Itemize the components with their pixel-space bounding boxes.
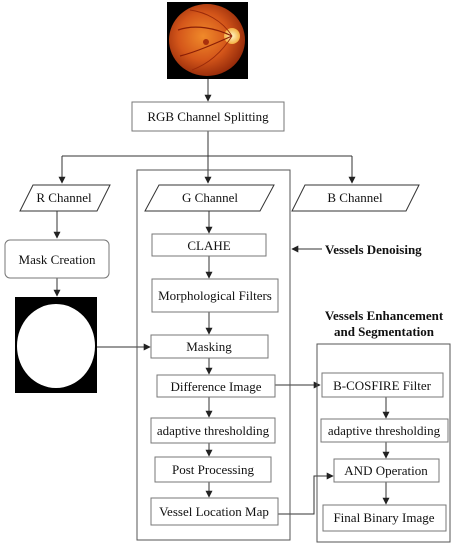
post-processing-label: Post Processing <box>172 462 254 477</box>
masking-node: Masking <box>150 334 269 359</box>
rgb-split-node: RGB Channel Splitting <box>131 101 285 132</box>
vessels-enhancement-label-line2: and Segmentation <box>334 324 435 339</box>
bcosfire-filter-node: B-COSFIRE Filter <box>321 372 444 398</box>
bcosfire-filter-label: B-COSFIRE Filter <box>333 378 432 393</box>
adaptive-thresholding-right-node: adaptive thresholding <box>320 418 449 443</box>
post-processing-node: Post Processing <box>154 456 272 483</box>
difference-image-label: Difference Image <box>170 379 261 394</box>
clahe-node: CLAHE <box>151 233 267 257</box>
mask-creation-label: Mask Creation <box>19 252 96 267</box>
r-channel-node: R Channel <box>19 184 111 212</box>
morphological-filters-label: Morphological Filters <box>158 288 272 303</box>
r-channel-label: R Channel <box>36 190 92 205</box>
rgb-split-label: RGB Channel Splitting <box>147 109 269 124</box>
adaptive-thresholding-left-node: adaptive thresholding <box>150 417 276 444</box>
vessel-location-map-label: Vessel Location Map <box>159 504 269 519</box>
adaptive-thresholding-left-label: adaptive thresholding <box>157 423 270 438</box>
enhancement-group-frame <box>316 343 451 543</box>
vessels-denoising-label: Vessels Denoising <box>325 242 422 257</box>
connectors <box>53 79 390 515</box>
b-channel-label: B Channel <box>327 190 383 205</box>
morphological-filters-node: Morphological Filters <box>151 278 279 313</box>
final-binary-image-label: Final Binary Image <box>333 510 434 525</box>
clahe-label: CLAHE <box>187 238 230 253</box>
and-operation-label: AND Operation <box>344 463 428 478</box>
vessel-location-map-node: Vessel Location Map <box>150 497 279 526</box>
fundus-image <box>167 2 248 79</box>
difference-image-node: Difference Image <box>156 374 276 398</box>
adaptive-thresholding-right-label: adaptive thresholding <box>328 423 441 438</box>
mask-image <box>15 297 97 393</box>
mask-creation-node: Mask Creation <box>4 239 110 279</box>
g-channel-group-frame <box>136 169 291 541</box>
and-operation-node: AND Operation <box>333 458 440 483</box>
g-channel-label: G Channel <box>182 190 238 205</box>
final-binary-image-node: Final Binary Image <box>322 504 447 532</box>
masking-label: Masking <box>186 339 232 354</box>
g-channel-node: G Channel <box>144 184 275 212</box>
b-channel-node: B Channel <box>291 184 420 212</box>
vessels-enhancement-label-line1: Vessels Enhancement <box>325 308 444 323</box>
